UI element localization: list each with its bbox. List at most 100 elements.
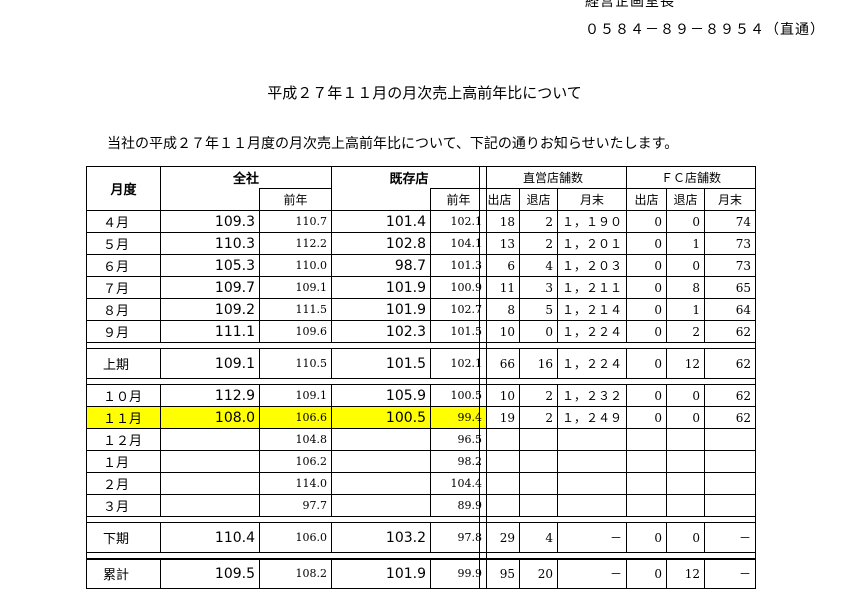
zensha-value [160, 494, 260, 517]
fc-close-value [666, 450, 706, 473]
direct-month-end-value: １，１９０ [556, 210, 628, 233]
department-title: 経営企画室長 [585, 0, 675, 10]
zensha-prev-value: 110.0 [259, 254, 332, 277]
fc-open-value: 0 [626, 210, 668, 233]
zensha-prev-value: 111.5 [259, 298, 332, 321]
fc-month-end-value: 62 [704, 348, 757, 379]
fc-month-end-value: － [704, 557, 757, 589]
fc-close-value: 0 [666, 406, 706, 429]
fc-close-value [666, 472, 706, 495]
fc-open-value: 0 [626, 276, 668, 299]
direct-close-value [519, 450, 558, 473]
kizon-value: 100.5 [331, 406, 431, 429]
kizon-value: 103.2 [331, 522, 431, 553]
direct-open-value [479, 472, 520, 495]
direct-open-value: 10 [479, 320, 520, 343]
direct-close-value: 2 [519, 210, 558, 233]
direct-month-end-value: １，２２４ [556, 348, 628, 379]
table-row [479, 472, 757, 495]
fc-month-end-value [704, 494, 757, 517]
zensha-value: 111.1 [160, 320, 260, 343]
kizon-value: 101.9 [331, 298, 431, 321]
direct-close-value: 0 [519, 320, 558, 343]
direct-close-value [519, 494, 558, 517]
zensha-value [160, 450, 260, 473]
zensha-prev-value: 108.2 [259, 557, 332, 589]
zensha-value: 109.5 [160, 557, 260, 589]
zensha-prev-value: 109.1 [259, 276, 332, 299]
fc-close-value: 2 [666, 320, 706, 343]
month-end-header: 月末 [704, 188, 757, 211]
fc-close-value: 8 [666, 276, 706, 299]
direct-open-value: 66 [479, 348, 520, 379]
kizon-value [331, 428, 431, 451]
fc-close-value [666, 494, 706, 517]
table-row [479, 450, 757, 473]
fc-close-value: 12 [666, 557, 706, 589]
month-label: １１月 [86, 406, 161, 429]
fc-open-value: 0 [626, 348, 668, 379]
direct-open-value [479, 494, 520, 517]
fc-open-value [626, 450, 668, 473]
month-label: １０月 [86, 384, 161, 407]
fc-month-end-value: 73 [704, 232, 757, 255]
month-label: ８月 [86, 298, 161, 321]
month-label: ３月 [86, 494, 161, 517]
fc-open-value: 0 [626, 320, 668, 343]
fc-open-value: 0 [626, 298, 668, 321]
zensha-header: 全社 [160, 166, 332, 189]
fc-open-value: 0 [626, 522, 668, 553]
direct-close-value [519, 428, 558, 451]
fc-close-value [666, 428, 706, 451]
table-row [479, 428, 757, 451]
direct-open-value: 29 [479, 522, 520, 553]
zensha-value: 110.3 [160, 232, 260, 255]
kizon-value: 98.7 [331, 254, 431, 277]
direct-close-value: 2 [519, 384, 558, 407]
zensha-value: 112.9 [160, 384, 260, 407]
zensha-prev-value: 106.6 [259, 406, 332, 429]
kizon-value [331, 494, 431, 517]
direct-close-value: 2 [519, 406, 558, 429]
month-label: ７月 [86, 276, 161, 299]
direct-open-value: 13 [479, 232, 520, 255]
zensha-prev-value: 114.0 [259, 472, 332, 495]
kizon-value: 101.5 [331, 348, 431, 379]
fc-open-value: 0 [626, 232, 668, 255]
month-label: ６月 [86, 254, 161, 277]
fc-month-end-value: 62 [704, 320, 757, 343]
zensha-prev-value: 106.2 [259, 450, 332, 473]
kizon-header: 既存店 [331, 166, 487, 189]
kizon-prev-value: 102.1 [430, 348, 487, 379]
zensha-value: 110.4 [160, 522, 260, 553]
fc-open-value [626, 494, 668, 517]
zensha-prev-value: 109.1 [259, 384, 332, 407]
zensha-prev-value: 104.8 [259, 428, 332, 451]
zensha-prev-value: 106.0 [259, 522, 332, 553]
direct-month-end-value: １，２４９ [556, 406, 628, 429]
direct-month-end-value: － [556, 522, 628, 553]
month-end-header: 月末 [556, 188, 628, 211]
kizon-value: 101.9 [331, 557, 431, 589]
fc-store-header: ＦＣ店舗数 [626, 166, 757, 189]
direct-close-value [519, 472, 558, 495]
kizon-prev-value: 99.4 [430, 406, 487, 429]
direct-close-value: 4 [519, 522, 558, 553]
kizon-value: 101.9 [331, 276, 431, 299]
fc-close-value: 1 [666, 298, 706, 321]
